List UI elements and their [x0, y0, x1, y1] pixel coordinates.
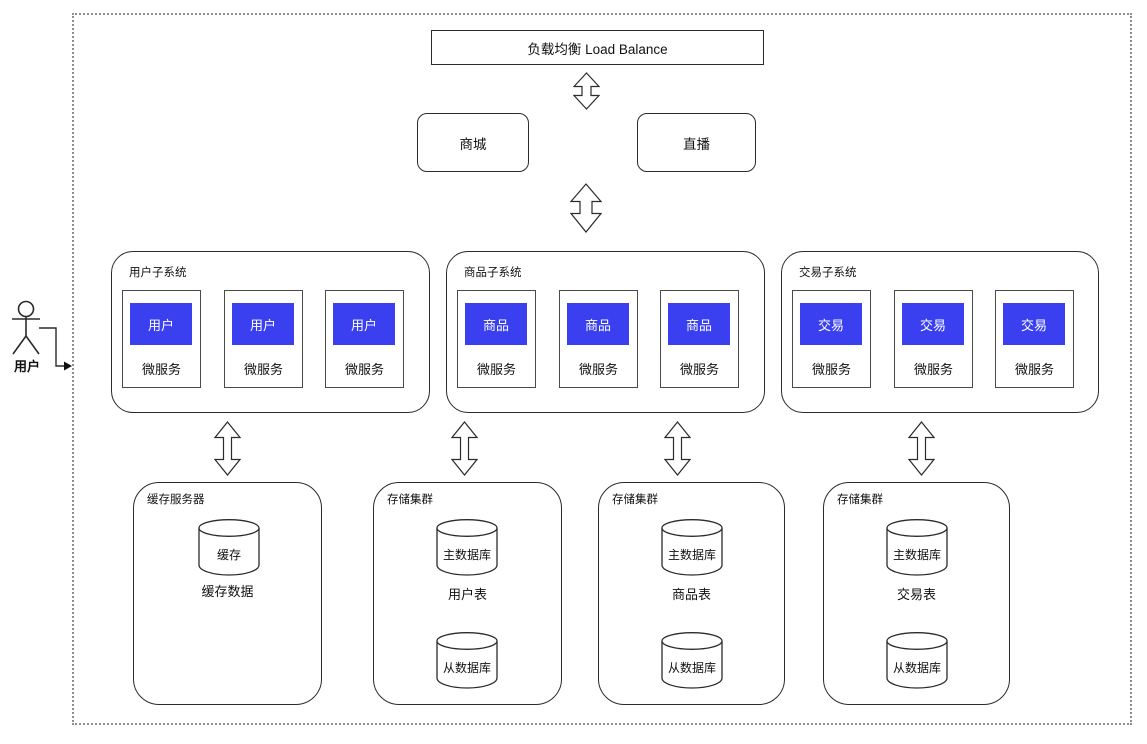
actor-label: 用户 — [13, 359, 40, 374]
storage-cluster-product: 存储集群 主数据库 商品表 从数据库 — [598, 482, 785, 705]
subsystem-title: 用户子系统 — [129, 267, 187, 279]
service-name-badge: 用户 — [333, 303, 395, 345]
service-type-label: 微服务 — [344, 362, 384, 377]
master-db-cylinder: 主数据库 — [660, 518, 724, 576]
service-type-label: 微服务 — [1014, 362, 1054, 377]
service-name-badge: 用户 — [130, 303, 192, 345]
cluster-title: 存储集群 — [387, 494, 433, 506]
cylinder-label: 从数据库 — [892, 661, 941, 675]
subsystem-title: 商品子系统 — [464, 267, 522, 279]
service-type-label: 微服务 — [141, 362, 181, 377]
service-type-label: 微服务 — [578, 362, 618, 377]
storage-cluster-trade: 存储集群 主数据库 交易表 从数据库 — [823, 482, 1010, 705]
microservice-card: 商品 微服务 — [660, 290, 739, 388]
service-type-label: 微服务 — [679, 362, 719, 377]
slave-db-cylinder: 从数据库 — [435, 631, 499, 689]
service-name-badge: 用户 — [232, 303, 294, 345]
cluster-caption: 缓存数据 — [201, 584, 254, 599]
service-type-label: 微服务 — [811, 362, 851, 377]
cylinder-label: 主数据库 — [892, 548, 941, 562]
database-cylinder-icon — [661, 519, 723, 576]
service-name-badge: 交易 — [1003, 303, 1065, 345]
cylinder-label: 从数据库 — [442, 661, 491, 675]
service-name-badge: 商品 — [668, 303, 730, 345]
microservice-card: 交易 微服务 — [995, 290, 1074, 388]
subsystem-trade: 交易子系统 交易 微服务 交易 微服务 交易 微服务 — [781, 251, 1099, 413]
cache-server-cluster: 缓存服务器 缓存 缓存数据 — [133, 482, 322, 705]
microservice-card: 交易 微服务 — [894, 290, 973, 388]
storage-cluster-user: 存储集群 主数据库 用户表 从数据库 — [373, 482, 562, 705]
microservice-card: 商品 微服务 — [559, 290, 638, 388]
vertical-double-arrow-icon — [214, 421, 241, 476]
service-name-badge: 商品 — [567, 303, 629, 345]
cylinder-label: 缓存 — [216, 548, 241, 562]
microservice-card: 用户 微服务 — [224, 290, 303, 388]
vertical-double-arrow-icon — [573, 72, 600, 110]
service-name-badge: 商品 — [465, 303, 527, 345]
vertical-double-arrow-icon — [908, 421, 935, 476]
cluster-caption: 商品表 — [671, 587, 711, 602]
database-cylinder-icon — [198, 519, 260, 576]
service-name-badge: 交易 — [902, 303, 964, 345]
system-boundary — [72, 13, 1132, 725]
vertical-double-arrow-icon — [664, 421, 691, 476]
subsystem-user: 用户子系统 用户 微服务 用户 微服务 用户 微服务 — [111, 251, 430, 413]
subsystem-title: 交易子系统 — [799, 267, 857, 279]
cluster-title: 缓存服务器 — [147, 494, 205, 506]
database-cylinder-icon — [661, 632, 723, 689]
cluster-caption: 交易表 — [896, 587, 936, 602]
service-type-label: 微服务 — [913, 362, 953, 377]
mall-label: 商城 — [459, 136, 487, 152]
slave-db-cylinder: 从数据库 — [660, 631, 724, 689]
cylinder-label: 主数据库 — [667, 548, 716, 562]
node-live-stream: 直播 — [637, 113, 756, 172]
vertical-double-arrow-icon — [451, 421, 478, 476]
node-mall: 商城 — [417, 113, 529, 172]
cluster-title: 存储集群 — [837, 494, 883, 506]
cluster-title: 存储集群 — [612, 494, 658, 506]
cache-cylinder: 缓存 — [197, 518, 261, 576]
service-type-label: 微服务 — [243, 362, 283, 377]
vertical-double-arrow-icon — [570, 183, 602, 233]
service-type-label: 微服务 — [476, 362, 516, 377]
microservice-card: 用户 微服务 — [122, 290, 201, 388]
master-db-cylinder: 主数据库 — [885, 518, 949, 576]
master-db-cylinder: 主数据库 — [435, 518, 499, 576]
microservice-card: 交易 微服务 — [792, 290, 871, 388]
database-cylinder-icon — [886, 519, 948, 576]
database-cylinder-icon — [886, 632, 948, 689]
database-cylinder-icon — [436, 519, 498, 576]
service-name-badge: 交易 — [800, 303, 862, 345]
load-balancer-label: 负载均衡 Load Balance — [527, 41, 668, 57]
arrowhead-icon — [64, 361, 72, 371]
cylinder-label: 从数据库 — [667, 661, 716, 675]
user-actor-icon — [12, 300, 72, 371]
slave-db-cylinder: 从数据库 — [885, 631, 949, 689]
actor-connector-line — [39, 327, 65, 367]
live-stream-label: 直播 — [683, 136, 710, 152]
load-balancer-node: 负载均衡 Load Balance — [431, 30, 764, 65]
database-cylinder-icon — [436, 632, 498, 689]
cylinder-label: 主数据库 — [442, 548, 491, 562]
microservice-card: 用户 微服务 — [325, 290, 404, 388]
microservice-card: 商品 微服务 — [457, 290, 536, 388]
cluster-caption: 用户表 — [447, 587, 487, 602]
subsystem-product: 商品子系统 商品 微服务 商品 微服务 商品 微服务 — [446, 251, 765, 413]
